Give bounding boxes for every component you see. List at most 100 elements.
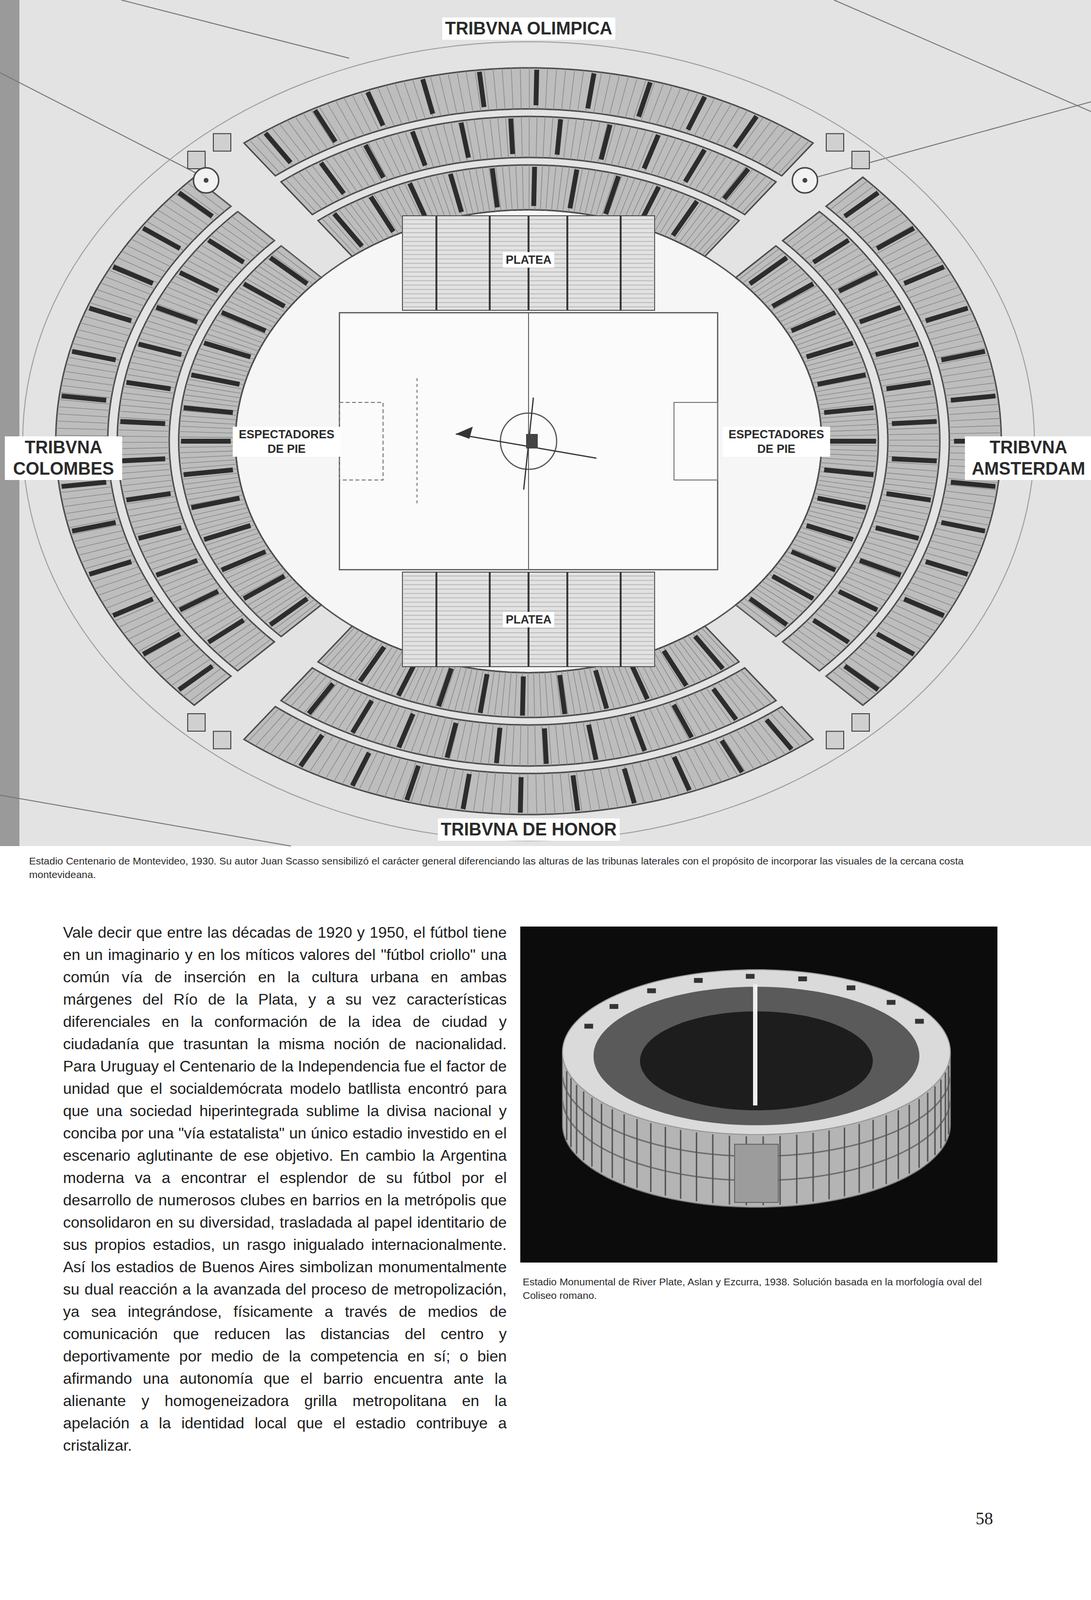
model-column [695,1132,698,1202]
step-hatch [921,306,970,322]
vomitory [694,636,723,669]
step-hatch [855,306,904,324]
vomitory [447,722,456,758]
model-column [897,1110,899,1180]
stair-block [213,731,231,749]
step-hatch [467,669,478,714]
step-hatch [317,738,341,776]
step-hatch [294,116,321,153]
football-field [339,312,718,570]
step-hatch [795,224,835,252]
model-window [798,976,807,982]
step-hatch [649,708,668,748]
step-hatch [743,726,771,763]
step-hatch [231,216,270,245]
vomitory [877,633,915,655]
step-hatch [561,68,566,110]
step-hatch [185,486,241,496]
vomitory [844,192,879,217]
vomitory [156,560,198,576]
step-hatch [63,499,115,507]
step-hatch [656,85,673,125]
step-hatch [493,68,498,110]
vomitory [221,551,266,571]
step-hatch [381,705,400,745]
step-hatch [454,667,467,712]
stadium-plan [0,0,1091,849]
step-hatch [826,675,864,706]
step-hatch [577,70,584,112]
vomitory [178,192,213,217]
step-hatch [642,710,660,750]
step-hatch [527,724,529,767]
step-hatch [360,144,383,182]
step-hatch [304,678,333,714]
step-hatch [118,464,171,468]
vomitory [243,283,285,306]
vomitory [950,396,996,401]
stair-block [826,731,844,749]
vomitory [806,525,853,540]
model-column [947,1065,950,1135]
step-hatch [683,638,714,677]
step-hatch [119,404,172,410]
step-hatch [354,641,383,681]
vomitory [89,561,131,575]
vomitory [559,674,565,714]
model-column [872,1120,874,1189]
vomitory [126,382,171,389]
model-column [908,1105,911,1174]
step-hatch [509,773,512,815]
step-hatch [376,755,394,795]
step-hatch [616,716,630,756]
vomitory [522,676,524,716]
step-hatch [931,334,982,346]
step-hatch [101,584,149,602]
step-hatch [426,716,440,756]
step-hatch [887,445,940,447]
step-hatch [421,77,434,118]
stand-label: PLATEA [502,252,555,268]
step-hatch [178,450,236,453]
step-hatch [465,71,473,113]
step-hatch [257,265,302,295]
step-hatch [817,480,874,488]
step-hatch [121,392,174,400]
step-hatch [741,179,773,213]
vomitory [479,71,485,108]
vomitory [941,522,985,532]
step-hatch [73,530,124,542]
step-hatch [481,118,488,160]
step-hatch [62,378,114,386]
vomitory [886,493,931,500]
vomitory [772,283,814,306]
step-hatch [386,85,402,125]
step-hatch [644,133,662,173]
stair-block [213,133,231,152]
step-hatch [206,333,259,352]
vomitory [713,689,737,720]
step-hatch [127,368,179,378]
step-hatch [522,164,524,210]
step-hatch [66,512,118,521]
step-hatch [883,390,935,397]
step-hatch [335,100,357,138]
vomitory [243,576,285,599]
step-hatch [472,722,481,764]
step-hatch [567,670,575,716]
model-column [570,1078,572,1148]
scan-edge [0,0,20,847]
vomitory [365,144,384,178]
step-hatch [887,427,940,430]
step-hatch [130,512,181,523]
step-hatch [648,83,664,123]
vomitory [844,666,879,690]
model-column [679,1129,682,1199]
step-hatch [218,548,270,570]
step-hatch [611,663,628,707]
sight-line [0,795,291,847]
model-column [944,1072,947,1142]
vomitory [412,131,425,166]
vomitory [72,351,116,361]
vomitory [179,591,219,610]
